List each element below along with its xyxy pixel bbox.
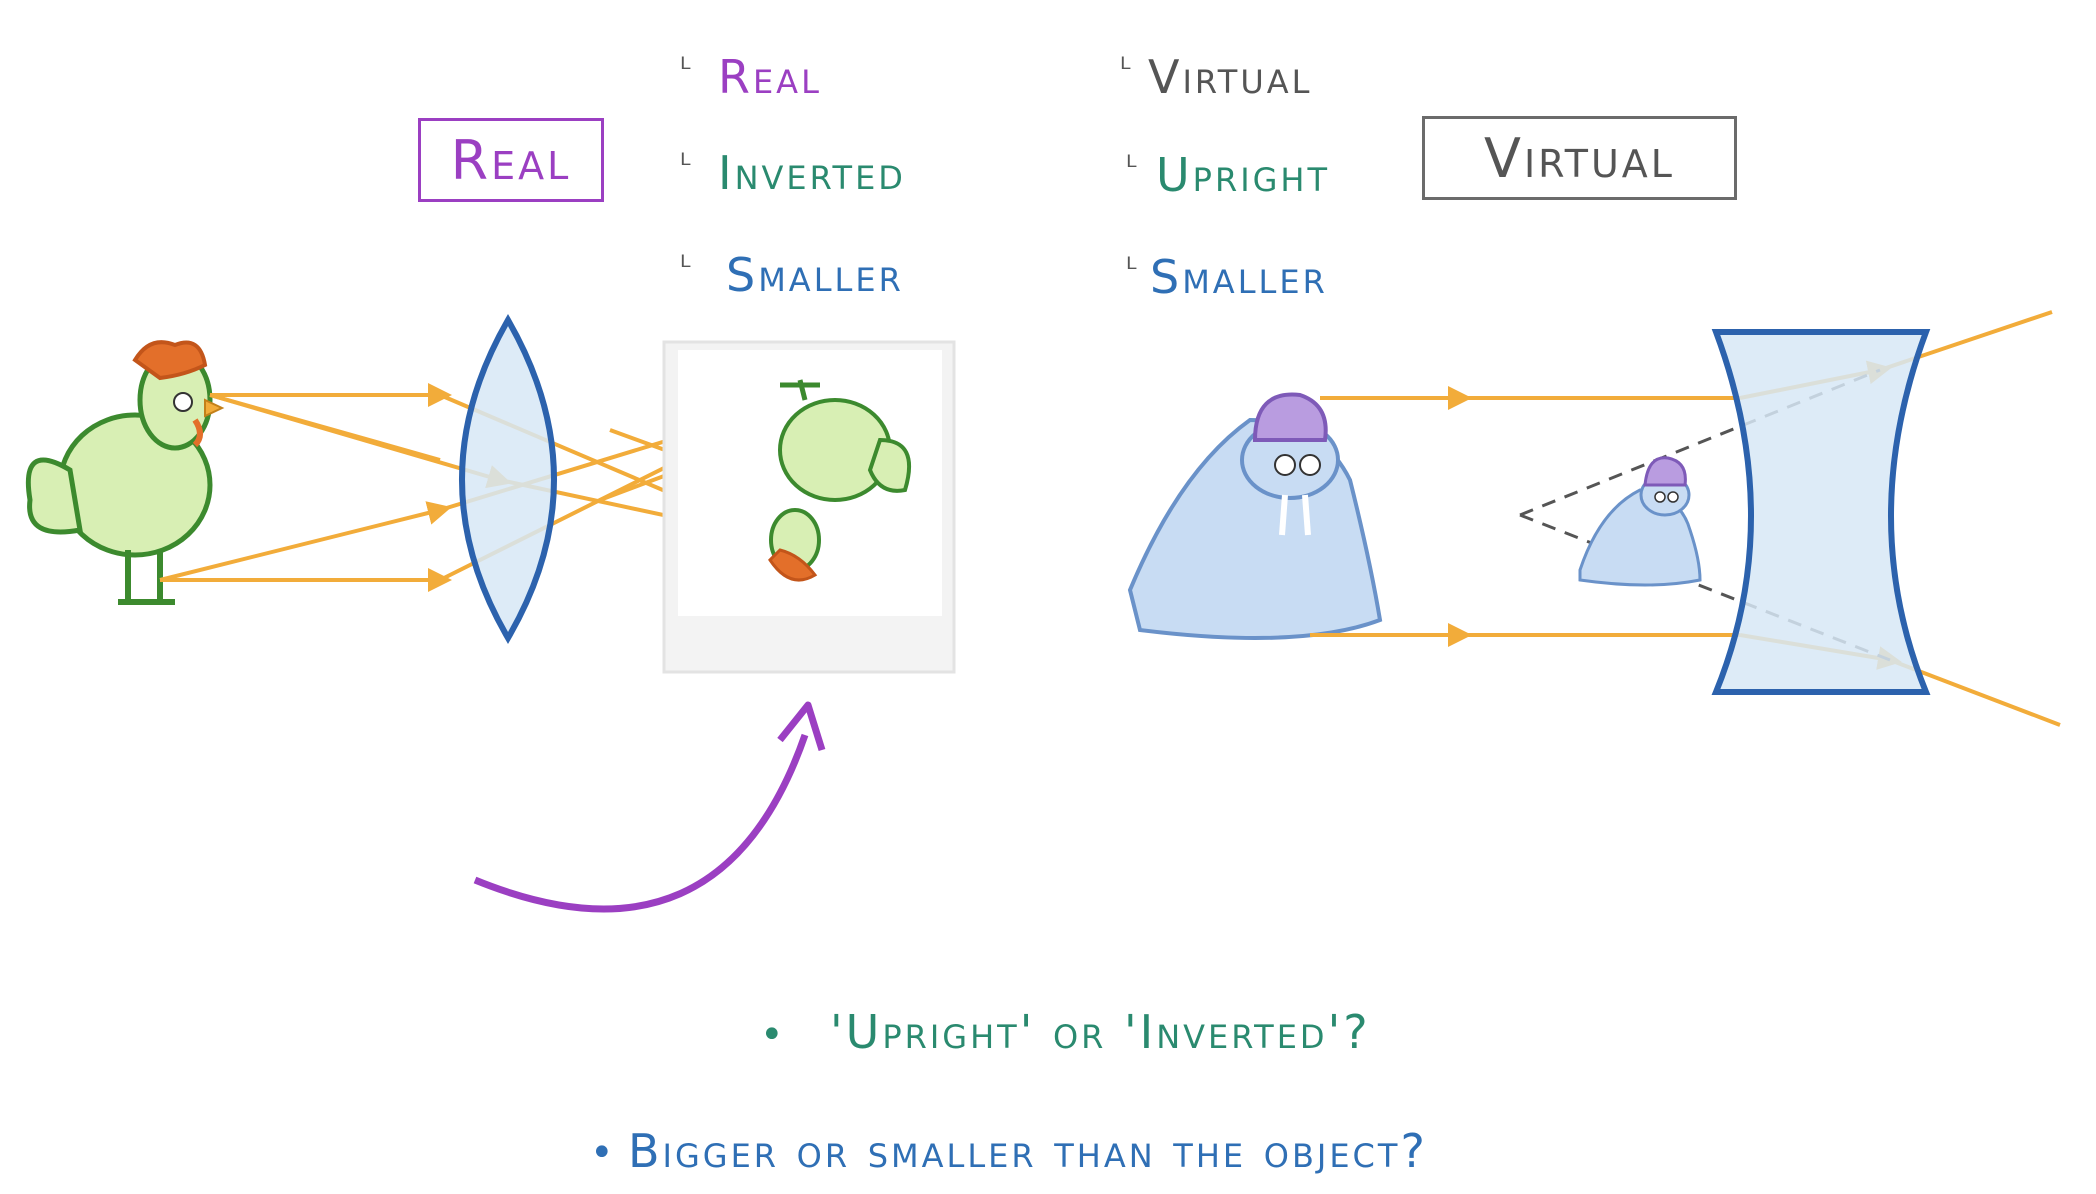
virtual-property-virtual: Virtual (1148, 50, 1313, 104)
virtual-title-box: Virtual (1422, 116, 1737, 200)
list-tick: ᴸ (680, 250, 694, 285)
list-tick: ᴸ (680, 52, 694, 87)
list-tick: ᴸ (1126, 252, 1140, 287)
bullet-icon: • (760, 1012, 784, 1058)
list-tick: ᴸ (680, 148, 694, 183)
diverging-lens-icon (1711, 329, 1931, 695)
question-bigger-smaller: Bigger or smaller than the object? (628, 1124, 1428, 1178)
converging-lens-icon (459, 313, 557, 644)
question-upright-inverted: 'Upright' or 'Inverted'? (830, 1005, 1371, 1059)
real-property-inverted: Inverted (718, 146, 906, 200)
real-property-real: Real (718, 50, 822, 104)
walrus-icon (1127, 392, 1383, 640)
real-title: Real (450, 128, 572, 192)
screen-icon (662, 340, 956, 674)
virtual-title: Virtual (1484, 126, 1675, 190)
list-tick: ᴸ (1126, 150, 1140, 185)
bullet-icon: • (590, 1130, 614, 1176)
virtual-walrus-icon (1578, 456, 1702, 587)
real-property-smaller: Smaller (726, 248, 904, 302)
inverted-chicken-icon (768, 379, 911, 582)
curved-arrow (473, 701, 826, 913)
virtual-property-smaller: Smaller (1150, 250, 1328, 304)
list-tick: ᴸ (1120, 52, 1134, 87)
chicken-icon (25, 340, 225, 605)
virtual-property-upright: Upright (1156, 148, 1331, 202)
real-title-box: Real (418, 118, 604, 202)
